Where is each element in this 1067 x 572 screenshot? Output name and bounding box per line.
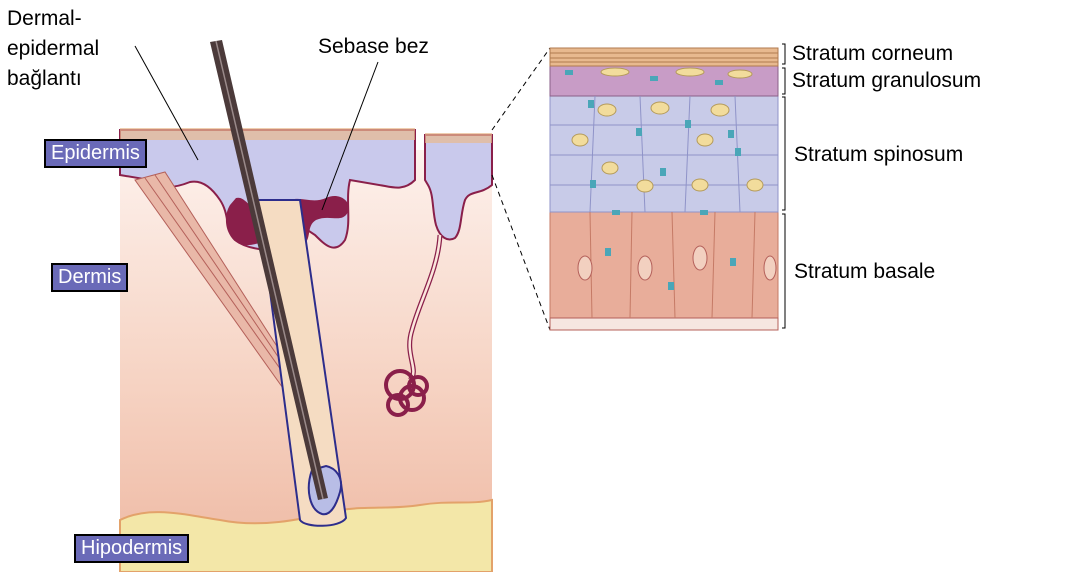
epidermis-layers-detail bbox=[550, 48, 778, 330]
dermal-epidermal-label-line3: bağlantı bbox=[7, 68, 82, 89]
skin-surface-right bbox=[425, 133, 492, 143]
stratum-basale-label: Stratum basale bbox=[794, 261, 935, 282]
basement-membrane bbox=[550, 318, 778, 330]
stratum-granulosum-label: Stratum granulosum bbox=[792, 70, 981, 91]
dermal-epidermal-label-line2: epidermal bbox=[7, 38, 99, 59]
skin-surface bbox=[120, 128, 415, 140]
stratum-corneum-region bbox=[550, 48, 778, 66]
stratum-spinosum-label: Stratum spinosum bbox=[794, 144, 963, 165]
dermis-label: Dermis bbox=[51, 263, 128, 292]
epidermis-label: Epidermis bbox=[44, 139, 147, 168]
sebase-bez-label: Sebase bez bbox=[318, 36, 429, 57]
hipodermis-label: Hipodermis bbox=[74, 534, 189, 563]
zoom-lines bbox=[492, 48, 550, 330]
dermal-epidermal-label-line1: Dermal- bbox=[7, 8, 82, 29]
stratum-corneum-label: Stratum corneum bbox=[792, 43, 953, 64]
layer-brackets bbox=[782, 44, 785, 328]
